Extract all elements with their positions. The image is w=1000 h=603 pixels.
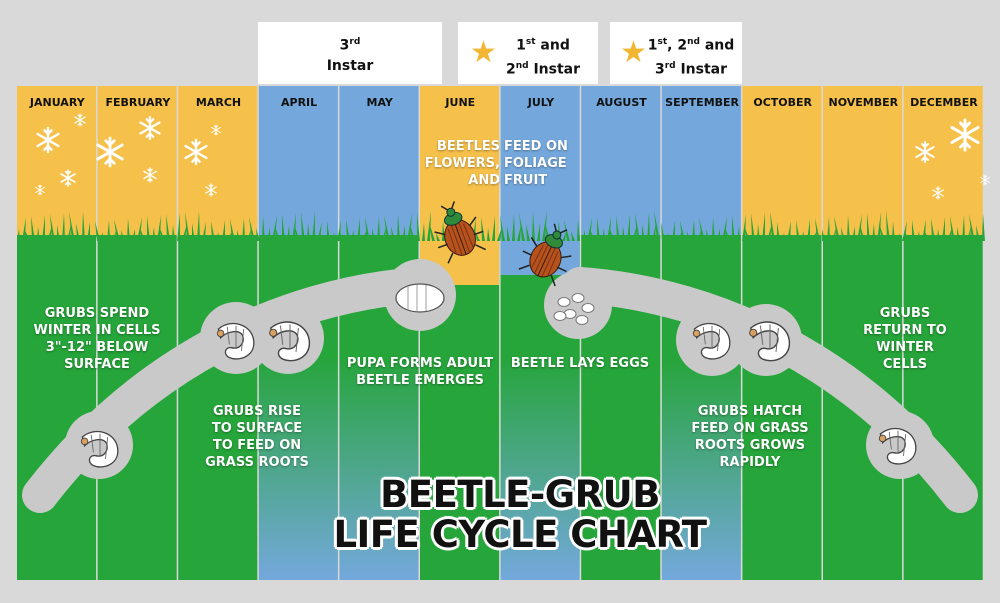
instar-123-e: Instar — [675, 61, 728, 78]
star-icon: ★ — [470, 36, 497, 69]
lays-eggs-label: BEETLE LAYS EGGS — [510, 356, 650, 371]
month-label-may: MAY — [367, 96, 394, 109]
month-column-april — [258, 86, 338, 240]
instar-123-as: st — [657, 37, 668, 47]
title-line-1: BEETLE-GRUB — [380, 473, 660, 516]
month-label-september: SEPTEMBER — [665, 96, 739, 109]
month-label-november: NOVEMBER — [828, 96, 898, 109]
month-column-september — [661, 86, 741, 240]
path-bulge — [544, 271, 612, 339]
grass-column-october — [742, 235, 822, 580]
path-bulge — [866, 411, 934, 479]
month-label-january: JANUARY — [29, 96, 86, 109]
instar-3-num: 3 — [339, 37, 350, 54]
eggs-icon — [553, 293, 595, 325]
month-label-february: FEBRUARY — [105, 96, 171, 109]
instar-123-d: 3 — [654, 61, 665, 78]
month-column-may — [339, 86, 419, 240]
instar-3-sup: rd — [349, 37, 361, 47]
instar-box-3rd: 3rd Instar — [258, 22, 442, 84]
instar-12-b: and — [535, 37, 570, 54]
beetles-feed-label-right: FEED ON FOLIAGE FRUIT — [504, 139, 568, 188]
instar-123-bs: nd — [687, 37, 700, 47]
instar-12-as: st — [525, 37, 536, 47]
month-column-october — [742, 86, 822, 240]
path-bulge — [730, 304, 802, 376]
month-column-january — [17, 86, 97, 240]
month-column-march — [178, 86, 258, 240]
instar-12-c: 2 — [505, 61, 516, 78]
instar-123-a: 1 — [647, 37, 658, 54]
month-label-march: MARCH — [196, 96, 241, 109]
grubs-rise-label: GRUBS RISE TO SURFACE TO FEED ON GRASS R… — [205, 404, 309, 470]
month-column-august — [581, 86, 661, 240]
month-label-august: AUGUST — [596, 96, 647, 109]
grass-icon — [17, 211, 985, 241]
chart-title: BEETLE-GRUB LIFE CYCLE CHART — [300, 475, 740, 555]
month-label-october: OCTOBER — [753, 96, 812, 109]
month-label-december: DECEMBER — [910, 96, 978, 109]
instar-123-c: and — [699, 37, 735, 54]
grass-column-january — [17, 235, 97, 580]
instar-box-1st-2nd: 1st and 2nd Instar — [458, 22, 598, 84]
path-bulge — [65, 411, 133, 479]
star-icon: ★ — [620, 36, 647, 69]
month-column-november — [823, 86, 903, 240]
instar-12-d: Instar — [528, 61, 581, 78]
month-label-april: APRIL — [281, 96, 317, 109]
instar-12-cs: nd — [515, 60, 529, 71]
instar-3-label: Instar — [326, 57, 374, 74]
month-column-december — [903, 86, 983, 240]
beetles-feed-label-left: BEETLES FLOWERS, AND — [424, 139, 500, 188]
instar-12-a: 1 — [516, 37, 526, 54]
path-bulge — [252, 302, 324, 374]
grass-column-december — [903, 235, 983, 580]
pupa-label: PUPA FORMS ADULT BEETLE EMERGES — [346, 356, 494, 388]
month-label-july: JULY — [527, 96, 555, 109]
pupa-icon — [395, 283, 445, 313]
month-label-june: JUNE — [444, 96, 475, 109]
grubs-return-label: GRUBS RETURN TO WINTER CELLS — [863, 306, 947, 372]
title-line-2: LIFE CYCLE CHART — [333, 513, 707, 556]
grubs-hatch-label: GRUBS HATCH FEED ON GRASS ROOTS GROWS RA… — [691, 404, 809, 470]
instar-box-1st-2nd-3rd: 1st, 2nd and 3rd Instar — [610, 22, 742, 84]
instar-123-b: , 2 — [667, 37, 688, 54]
month-column-july — [500, 86, 580, 240]
instar-123-ds: rd — [664, 60, 676, 71]
winter-cells-label: GRUBS SPEND WINTER IN CELLS 3"-12" BELOW… — [33, 306, 161, 372]
grass-column-march — [178, 235, 258, 580]
